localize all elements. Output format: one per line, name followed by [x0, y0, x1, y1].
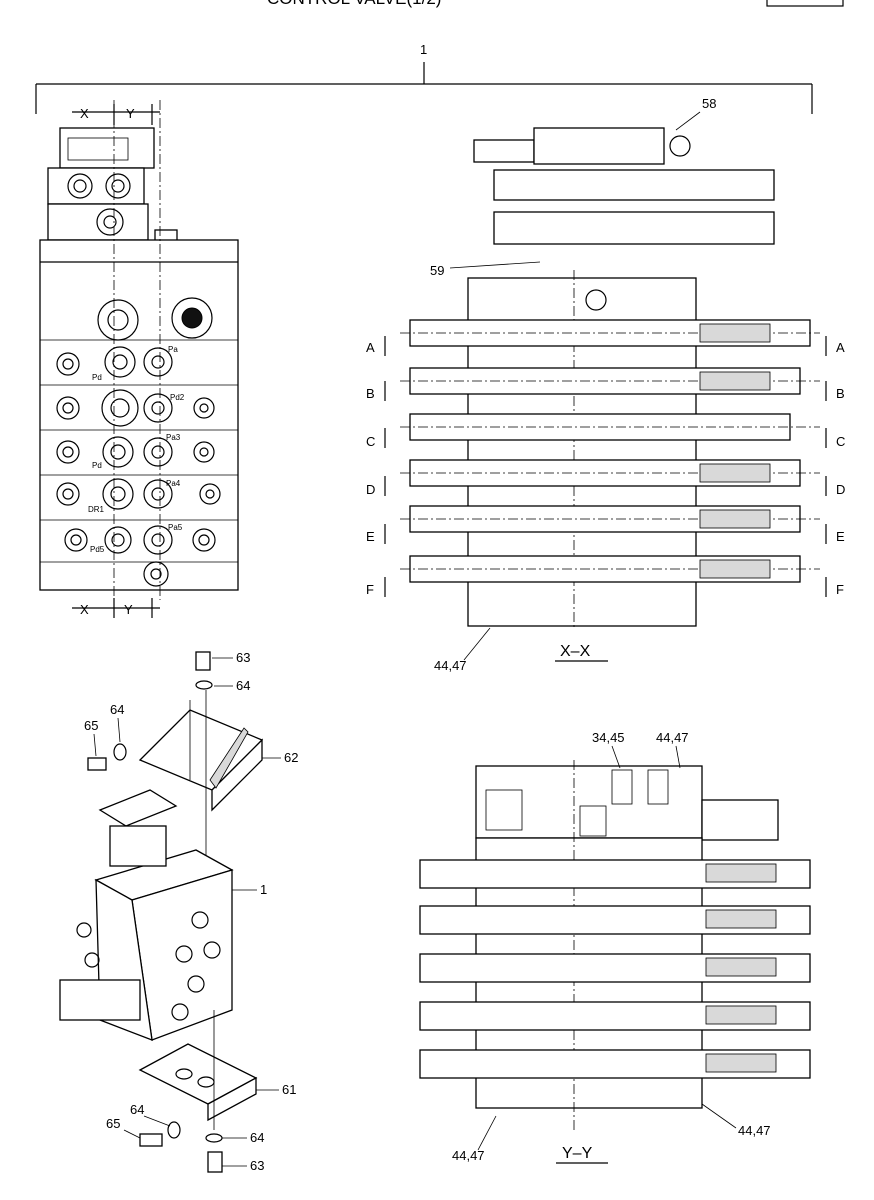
row-label-e-left: E: [366, 529, 375, 544]
callout-61: 61: [282, 1082, 296, 1097]
marker-x-top: X: [80, 106, 89, 121]
row-label-e-right: E: [836, 529, 845, 544]
callout-59: 59: [430, 263, 444, 278]
callout-64-top: 64: [236, 678, 250, 693]
port-label-pd2: Pd2: [170, 393, 185, 402]
callout-64-left: 64: [110, 702, 124, 717]
marker-y-top: Y: [126, 106, 135, 121]
callout-44-47-top: 44,47: [656, 730, 689, 745]
port-label-pa4: Pa4: [166, 479, 181, 488]
port-label-pa3: Pa3: [166, 433, 181, 442]
marker-y-bottom: Y: [124, 602, 133, 617]
page-number-box: [766, 0, 844, 7]
spools-xx: [400, 319, 820, 583]
callout-63-top: 63: [236, 650, 250, 665]
marker-x-bottom: X: [80, 602, 89, 617]
callout-62: 62: [284, 750, 298, 765]
valve-top-view: X Y: [39, 100, 239, 618]
callout-63-bottom: 63: [250, 1158, 264, 1173]
section-marker-bottom: X Y: [72, 598, 160, 618]
section-yy: 34,45 44,47 44,47 44,47 Y–Y: [419, 730, 811, 1164]
assembly-bracket: 1: [35, 42, 813, 114]
row-label-d-right: D: [836, 482, 845, 497]
callout-58: 58: [702, 96, 716, 111]
row-label-c-right: C: [836, 434, 845, 449]
row-label-b-left: B: [366, 386, 375, 401]
port-label-pa: Pa: [168, 345, 178, 354]
port-label-pa5: Pa5: [168, 523, 183, 532]
spools-yy: [419, 859, 811, 1079]
section-xx: 58 59 A B: [366, 96, 845, 673]
row-letters-right: A B C D E F: [825, 336, 845, 597]
callout-44-47-bottom: 44,47: [452, 1148, 485, 1163]
row-letters-left: A B C D E F: [366, 336, 386, 597]
exploded-view: 63 64 64 65 62 1 61 64 65 64 63: [59, 650, 298, 1173]
callout-64-bottom-left: 64: [130, 1102, 144, 1117]
callout-44-47-xx: 44,47: [434, 658, 467, 673]
row-label-a-right: A: [836, 340, 845, 355]
callout-1-exploded: 1: [260, 882, 267, 897]
port-label-group: Pa Pd Pd2 Pa3 Pd Pa4 DR1 Pa5 Pd5: [88, 345, 185, 554]
row-label-f-right: F: [836, 582, 844, 597]
section-title-yy: Y–Y: [562, 1145, 593, 1162]
assembly-label: 1: [420, 42, 427, 57]
port-label-pd5: Pd5: [90, 545, 105, 554]
row-label-b-right: B: [836, 386, 845, 401]
port-label-pd-b: Pd: [92, 461, 102, 470]
port-holes: [56, 297, 221, 587]
callout-44-47-right: 44,47: [738, 1123, 771, 1138]
row-label-f-left: F: [366, 582, 374, 597]
row-label-d-left: D: [366, 482, 375, 497]
row-label-c-left: C: [366, 434, 375, 449]
row-label-a-left: A: [366, 340, 375, 355]
port-label-dr1: DR1: [88, 505, 105, 514]
port-label-pd: Pd: [92, 373, 102, 382]
callout-34-45: 34,45: [592, 730, 625, 745]
page-title: CONTROL VALVE(1/2): [267, 0, 441, 8]
callout-65-bottom: 65: [106, 1116, 120, 1131]
callout-64-bottom: 64: [250, 1130, 264, 1145]
callout-65-top: 65: [84, 718, 98, 733]
section-marker-top: X Y: [72, 104, 160, 125]
section-title-xx: X–X: [560, 643, 591, 660]
